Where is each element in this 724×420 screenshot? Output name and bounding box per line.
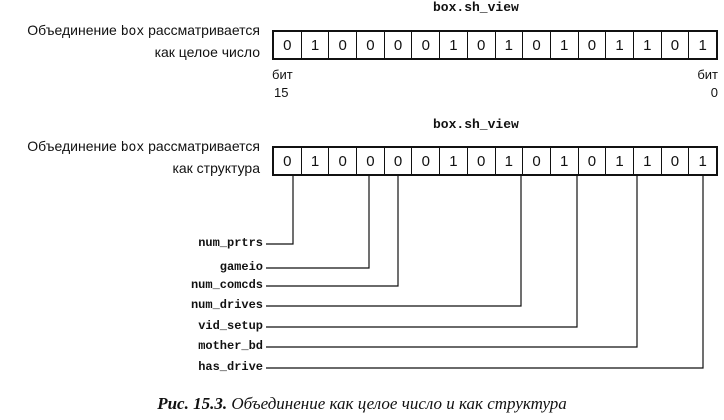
field-has-drive: has_drive <box>198 360 263 374</box>
connector-num-comcds <box>266 176 399 287</box>
structure-bit-cell: 0 <box>357 148 385 174</box>
structure-bit-cell: 0 <box>329 148 358 174</box>
bottom-description-line-2: как структура <box>172 160 260 176</box>
figure-caption-label: Рис. 15.3. <box>157 394 228 413</box>
structure-bit-cell: 1 <box>302 148 330 174</box>
field-num-comcds: num_comcds <box>190 278 263 292</box>
integer-bit-cell: 1 <box>440 32 468 58</box>
structure-bit-cell: 0 <box>523 148 551 174</box>
structure-bit-cell: 1 <box>551 148 579 174</box>
field-gameio: gameio <box>219 260 263 274</box>
bottom-register-title: box.sh_view <box>433 117 519 132</box>
bit-0-label: бит 0 <box>697 67 718 100</box>
connector-mother-bd <box>266 176 638 348</box>
connector-num-prtrs <box>266 176 294 245</box>
structure-bit-cell: 0 <box>385 148 413 174</box>
integer-bit-cell: 0 <box>385 32 413 58</box>
structure-bit-cell: 0 <box>468 148 496 174</box>
structure-bit-cell: 0 <box>412 148 441 174</box>
field-mother-bd: mother_bd <box>198 339 263 353</box>
field-vid-setup: vid_setup <box>198 319 263 333</box>
integer-bit-cell: 0 <box>468 32 496 58</box>
integer-bit-cell: 0 <box>274 32 302 58</box>
integer-bit-cell: 0 <box>662 32 690 58</box>
top-description-line-1: Объединение box рассматривается <box>27 22 260 39</box>
structure-bit-cell: 1 <box>440 148 468 174</box>
connector-vid-setup <box>266 176 578 328</box>
structure-bit-cell: 1 <box>496 148 524 174</box>
structure-bit-cell: 1 <box>698 152 707 170</box>
bit-15-label: бит 15 <box>272 67 293 100</box>
integer-bit-cell: 0 <box>412 32 441 58</box>
connector-gameio <box>266 176 370 269</box>
field-num-drives: num_drives <box>190 298 263 312</box>
integer-bit-cell: 0 <box>357 32 385 58</box>
integer-bit-cell: 1 <box>551 32 579 58</box>
top-description-line-2: как целое число <box>154 44 260 60</box>
figure-caption-text: Объединение как целое число и как структ… <box>227 394 567 413</box>
figure-caption: Рис. 15.3. Объединение как целое число и… <box>0 394 724 414</box>
structure-bit-cell: 1 <box>634 148 662 174</box>
structure-bit-cell: 1 <box>606 148 634 174</box>
top-register-description: Объединение box рассматривается как цело… <box>27 20 260 62</box>
structure-bit-cell: 0 <box>274 148 302 174</box>
top-register-title: box.sh_view <box>433 0 519 15</box>
connector-num-drives <box>266 176 522 307</box>
integer-bit-cell: 1 <box>606 32 634 58</box>
integer-bit-cell: 0 <box>329 32 358 58</box>
integer-bit-cell: 0 <box>579 32 607 58</box>
connector-has-drive <box>266 176 704 369</box>
bottom-description-line-1: Объединение box рассматривается <box>27 138 260 155</box>
integer-bit-cell: 1 <box>496 32 524 58</box>
structure-bit-cell: 0 <box>579 148 607 174</box>
integer-bit-cell: 1 <box>698 36 707 54</box>
integer-bit-cell: 1 <box>302 32 330 58</box>
field-num-prtrs: num_prtrs <box>198 236 263 250</box>
integer-bit-cell: 1 <box>634 32 662 58</box>
structure-bit-cell: 0 <box>662 148 690 174</box>
bottom-register-description: Объединение box рассматривается как стру… <box>27 136 260 178</box>
integer-bit-cell: 0 <box>523 32 551 58</box>
